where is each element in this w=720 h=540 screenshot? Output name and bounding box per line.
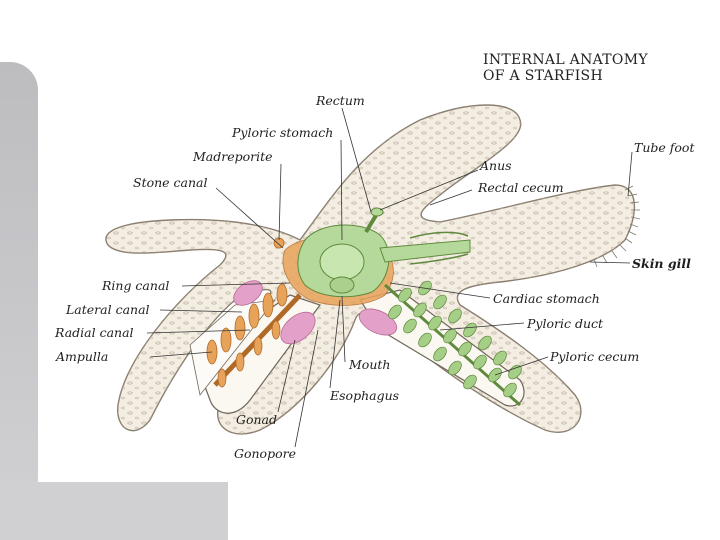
gonads bbox=[233, 280, 398, 345]
label-radial-canal: Radial canal bbox=[55, 325, 134, 340]
label-pyloric-cecum: Pyloric cecum bbox=[550, 349, 640, 364]
label-gonopore: Gonopore bbox=[234, 446, 296, 461]
label-mouth: Mouth bbox=[349, 357, 391, 372]
diagram-title: INTERNAL ANATOMY OF A STARFISH bbox=[483, 52, 648, 84]
label-tube-foot: Tube foot bbox=[634, 140, 695, 155]
pyloric-cecum-leaflets bbox=[388, 280, 522, 398]
label-rectum: Rectum bbox=[316, 93, 365, 108]
digestive-system bbox=[297, 207, 521, 407]
label-anus: Anus bbox=[480, 158, 512, 173]
leader-lines bbox=[146, 107, 633, 448]
tube-feet-fringe bbox=[593, 185, 641, 268]
label-esophagus: Esophagus bbox=[330, 388, 400, 403]
title-line-2: OF A STARFISH bbox=[483, 68, 603, 84]
title-line-1: INTERNAL ANATOMY bbox=[483, 52, 648, 68]
slide-left-strip bbox=[0, 62, 38, 482]
label-gonad: Gonad bbox=[236, 412, 278, 427]
label-ring-canal: Ring canal bbox=[102, 278, 170, 293]
slide-bottom-block bbox=[0, 482, 228, 540]
label-pyloric-duct: Pyloric duct bbox=[527, 316, 604, 331]
label-pyloric-stomach: Pyloric stomach bbox=[232, 125, 334, 140]
label-cardiac-stomach: Cardiac stomach bbox=[493, 291, 600, 306]
label-madreporite: Madreporite bbox=[193, 149, 273, 164]
label-rectal-cecum: Rectal cecum bbox=[478, 180, 564, 195]
label-ampulla: Ampulla bbox=[56, 349, 109, 364]
label-skin-gill: Skin gill bbox=[632, 256, 691, 271]
label-lateral-canal: Lateral canal bbox=[66, 302, 150, 317]
label-stone-canal: Stone canal bbox=[133, 175, 208, 190]
